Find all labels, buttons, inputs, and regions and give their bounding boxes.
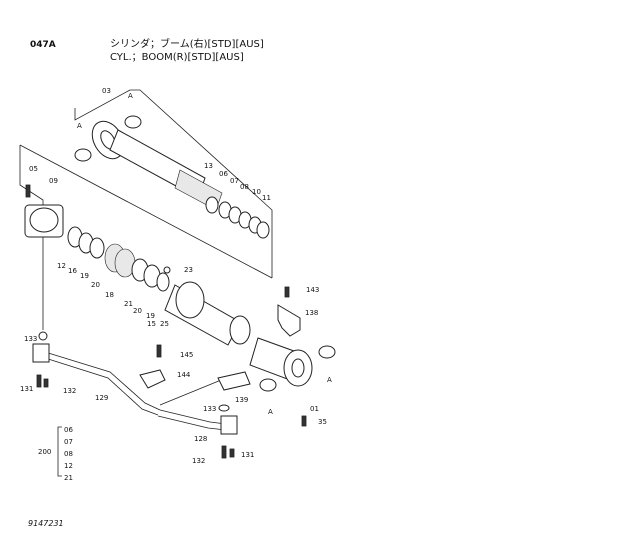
- frame-left-top: [19, 144, 273, 279]
- pipe-129-inner: [44, 357, 159, 416]
- oring-133-right: [218, 404, 230, 412]
- plug-23: [163, 266, 171, 274]
- callout-08: 08: [240, 183, 249, 191]
- bolt-145: [156, 344, 162, 358]
- cylinder-head: [24, 204, 64, 238]
- callout-13: 13: [204, 162, 213, 170]
- callout-131-right: 131: [241, 451, 254, 459]
- frame-left: [19, 145, 44, 330]
- bolt-35: [301, 415, 307, 427]
- callout-a-upper-left: A: [77, 122, 82, 130]
- bolt-131-right: [229, 448, 235, 458]
- callout-133-left: 133: [24, 335, 37, 343]
- callout-131-left: 131: [20, 385, 33, 393]
- title-english: CYL.；BOOM(R)[STD][AUS]: [110, 52, 244, 63]
- bolt-143: [284, 286, 290, 298]
- oring-133-left: [38, 331, 48, 341]
- callout-09: 09: [49, 177, 58, 185]
- bolt-05: [25, 184, 31, 198]
- title-japanese: シリンダ；ブーム(右)[STD][AUS]: [110, 39, 264, 50]
- seal-ring-a-lower-left: [259, 378, 277, 392]
- seal-stack: [67, 226, 170, 292]
- pipe-129: [44, 351, 161, 411]
- callout-11: 11: [262, 194, 271, 202]
- callout-129: 129: [95, 394, 108, 402]
- ring-stack-06-11: [205, 196, 270, 239]
- callout-12: 12: [57, 262, 66, 270]
- callout-139: 139: [235, 396, 248, 404]
- clamp-138: [277, 304, 301, 337]
- callout-07: 07: [230, 177, 239, 185]
- callout-132-left: 132: [63, 387, 76, 395]
- callout-25: 25: [160, 320, 169, 328]
- callout-138: 138: [305, 309, 318, 317]
- callout-15: 15: [147, 320, 156, 328]
- callout-19: 19: [80, 272, 89, 280]
- frame-upper: [74, 89, 273, 278]
- callout-23: 23: [184, 266, 193, 274]
- callout-01: 01: [310, 405, 319, 413]
- callout-20: 20: [91, 281, 100, 289]
- kit-item-4: 12: [64, 462, 73, 470]
- callout-20-lower: 20: [133, 307, 142, 315]
- seal-ring-a-lower-right: [318, 345, 336, 359]
- kit-bracket: [57, 426, 62, 477]
- document-number: 9147231: [28, 519, 64, 528]
- kit-number: 200: [38, 448, 51, 456]
- bolt-131-left: [36, 374, 42, 388]
- callout-145: 145: [180, 351, 193, 359]
- kit-item-3: 08: [64, 450, 73, 458]
- callout-133-right: 133: [203, 405, 216, 413]
- callout-16: 16: [68, 267, 77, 275]
- bracket-139: [217, 371, 251, 391]
- callout-05: 05: [29, 165, 38, 173]
- callout-143: 143: [306, 286, 319, 294]
- callout-06: 06: [219, 170, 228, 178]
- kit-item-1: 06: [64, 426, 73, 434]
- callout-a-lower-left: A: [268, 408, 273, 416]
- callout-10: 10: [252, 188, 261, 196]
- kit-item-2: 07: [64, 438, 73, 446]
- callout-132-right: 132: [192, 457, 205, 465]
- callout-35: 35: [318, 418, 327, 426]
- flange-right: [220, 415, 238, 435]
- flange-left: [32, 343, 50, 363]
- callout-a-lower-right: A: [327, 376, 332, 384]
- kit-item-5: 21: [64, 474, 73, 482]
- piston-rod: [91, 120, 223, 211]
- section-code: 047A: [30, 40, 56, 50]
- bolt-132-left: [43, 378, 49, 388]
- seal-ring-a-right: [124, 115, 142, 129]
- pipe-128-inner: [157, 415, 227, 431]
- callout-19-lower: 19: [146, 312, 155, 320]
- cylinder-tube: [164, 281, 313, 387]
- callout-144: 144: [177, 371, 191, 379]
- callout-128: 128: [194, 435, 207, 443]
- callout-21: 21: [124, 300, 133, 308]
- callout-a-upper-right: A: [128, 92, 133, 100]
- callout-18: 18: [105, 291, 114, 299]
- callout-03: 03: [102, 87, 111, 95]
- clamp-144: [139, 369, 166, 389]
- bolt-132-right: [221, 445, 227, 459]
- seal-ring-a-left: [74, 148, 92, 162]
